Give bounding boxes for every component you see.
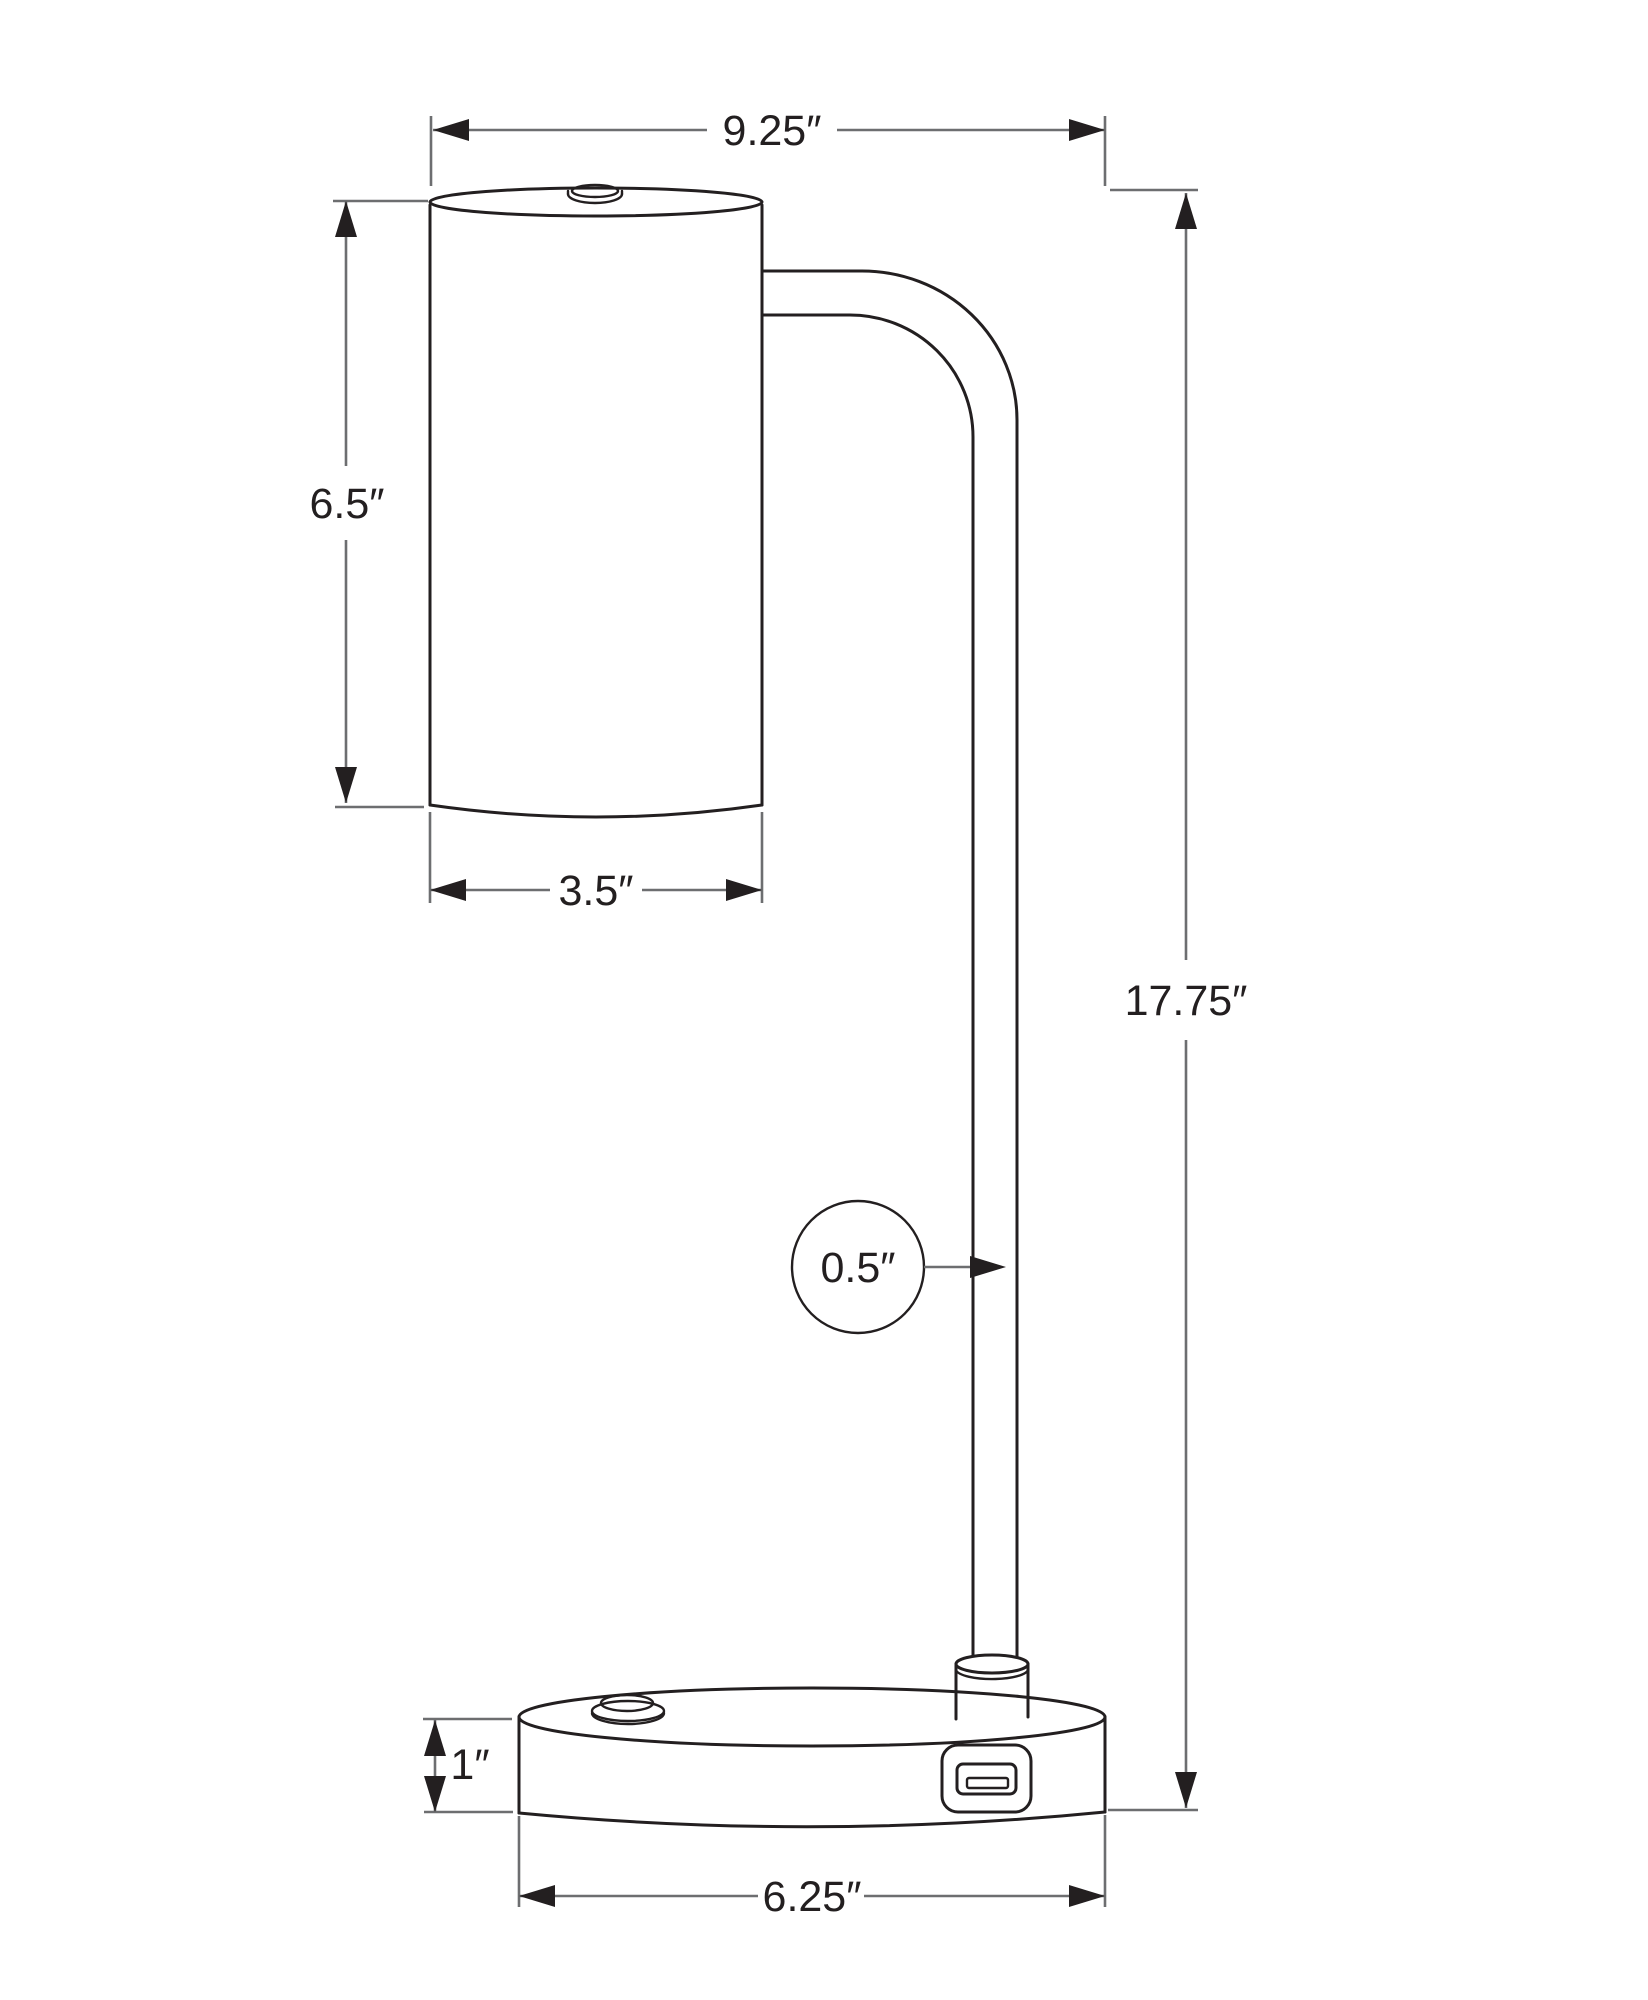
dim-label-base-diameter: 6.25″ — [763, 1873, 862, 1921]
arrowhead-left-icon — [433, 119, 469, 141]
dim-label-pole-diameter: 0.5″ — [821, 1244, 896, 1292]
dim-label-overall-height: 17.75″ — [1125, 977, 1248, 1025]
arrowhead-left-icon — [430, 879, 466, 901]
dim-overall-height: 17.75″ — [1108, 193, 1248, 1812]
power-switch — [590, 1693, 666, 1726]
arrowhead-right-icon — [726, 879, 762, 901]
dim-label-overall-width: 9.25″ — [723, 107, 822, 155]
shade-finial — [566, 183, 624, 205]
arrowhead-right-icon — [970, 1256, 1006, 1278]
pole-socket — [954, 1653, 1030, 1721]
extension-line — [333, 199, 428, 809]
arrowhead-up-icon — [424, 1720, 446, 1756]
extension-line — [517, 1815, 1107, 1907]
extension-line — [428, 812, 764, 903]
arm-inner-edge — [760, 313, 975, 1658]
base-bottom-arc — [517, 1810, 1107, 1829]
usb-port — [940, 1743, 1033, 1814]
arrowhead-down-icon — [335, 767, 357, 803]
dim-shade-diameter: 3.5″ — [428, 812, 764, 915]
lamp-shade — [428, 183, 764, 819]
arrowhead-down-icon — [1175, 1772, 1197, 1808]
usb-plate — [940, 1743, 1033, 1814]
dim-base-height: 1″ — [423, 1717, 513, 1814]
dim-shade-height: 6.5″ — [310, 199, 428, 809]
lamp-base — [517, 1686, 1107, 1829]
arrowhead-left-icon — [519, 1885, 555, 1907]
shade-top-ellipse — [428, 186, 764, 218]
usb-tongue — [965, 1776, 1010, 1790]
dim-pole-diameter: 0.5″ — [790, 1199, 1006, 1335]
usb-connector-icon — [955, 1762, 1018, 1796]
extension-line — [429, 116, 1198, 192]
arrowhead-down-icon — [424, 1776, 446, 1812]
dim-label-shade-height: 6.5″ — [310, 480, 385, 528]
lamp-arm — [760, 269, 1019, 1659]
arrowhead-up-icon — [335, 201, 357, 237]
extension-line — [423, 1717, 513, 1814]
shade-bottom-arc — [428, 803, 764, 819]
dim-base-diameter: 6.25″ — [517, 1815, 1107, 1921]
dim-label-base-height: 1″ — [450, 1741, 489, 1789]
arrowhead-right-icon — [1069, 1885, 1105, 1907]
dim-overall-width: 9.25″ — [429, 107, 1198, 192]
lamp-outline — [428, 183, 1107, 1829]
arrowhead-up-icon — [1175, 193, 1197, 229]
arrowhead-right-icon — [1069, 119, 1105, 141]
dim-label-shade-diameter: 3.5″ — [559, 867, 634, 915]
arm-outer-edge — [760, 269, 1019, 1659]
